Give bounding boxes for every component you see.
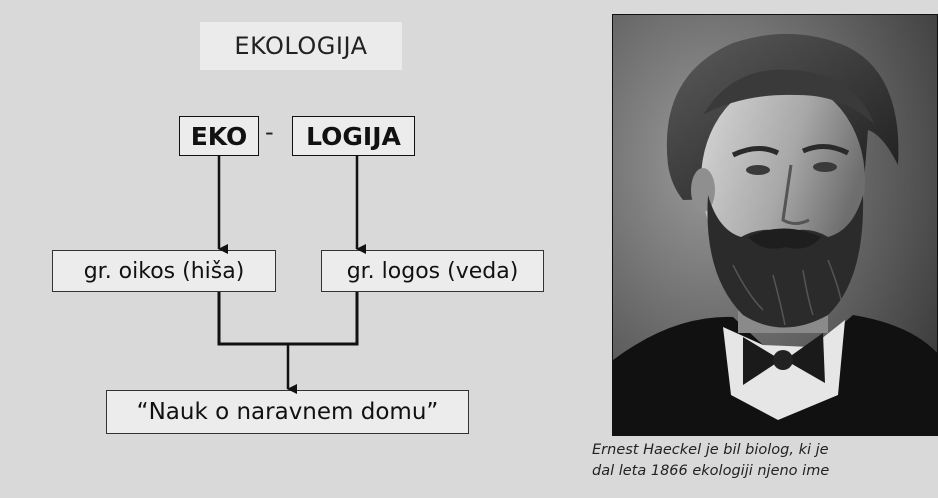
portrait-caption: Ernest Haeckel je bil biolog, ki je dal …: [592, 440, 938, 482]
box-oikos: gr. oikos (hiša): [52, 250, 276, 292]
haeckel-portrait: [612, 14, 938, 436]
caption-line-1: Ernest Haeckel je bil biolog, ki je: [592, 442, 829, 458]
diagram-title: EKOLOGIJA: [200, 22, 402, 70]
merge-connector: [217, 292, 359, 346]
portrait-illustration: [613, 15, 937, 435]
caption-line-2: dal leta 1866 ekologiji njeno ime: [592, 463, 830, 479]
separator-dash: -: [265, 118, 274, 146]
box-eko: EKO: [179, 116, 259, 156]
box-logija: LOGIJA: [292, 116, 415, 156]
box-logos: gr. logos (veda): [321, 250, 544, 292]
